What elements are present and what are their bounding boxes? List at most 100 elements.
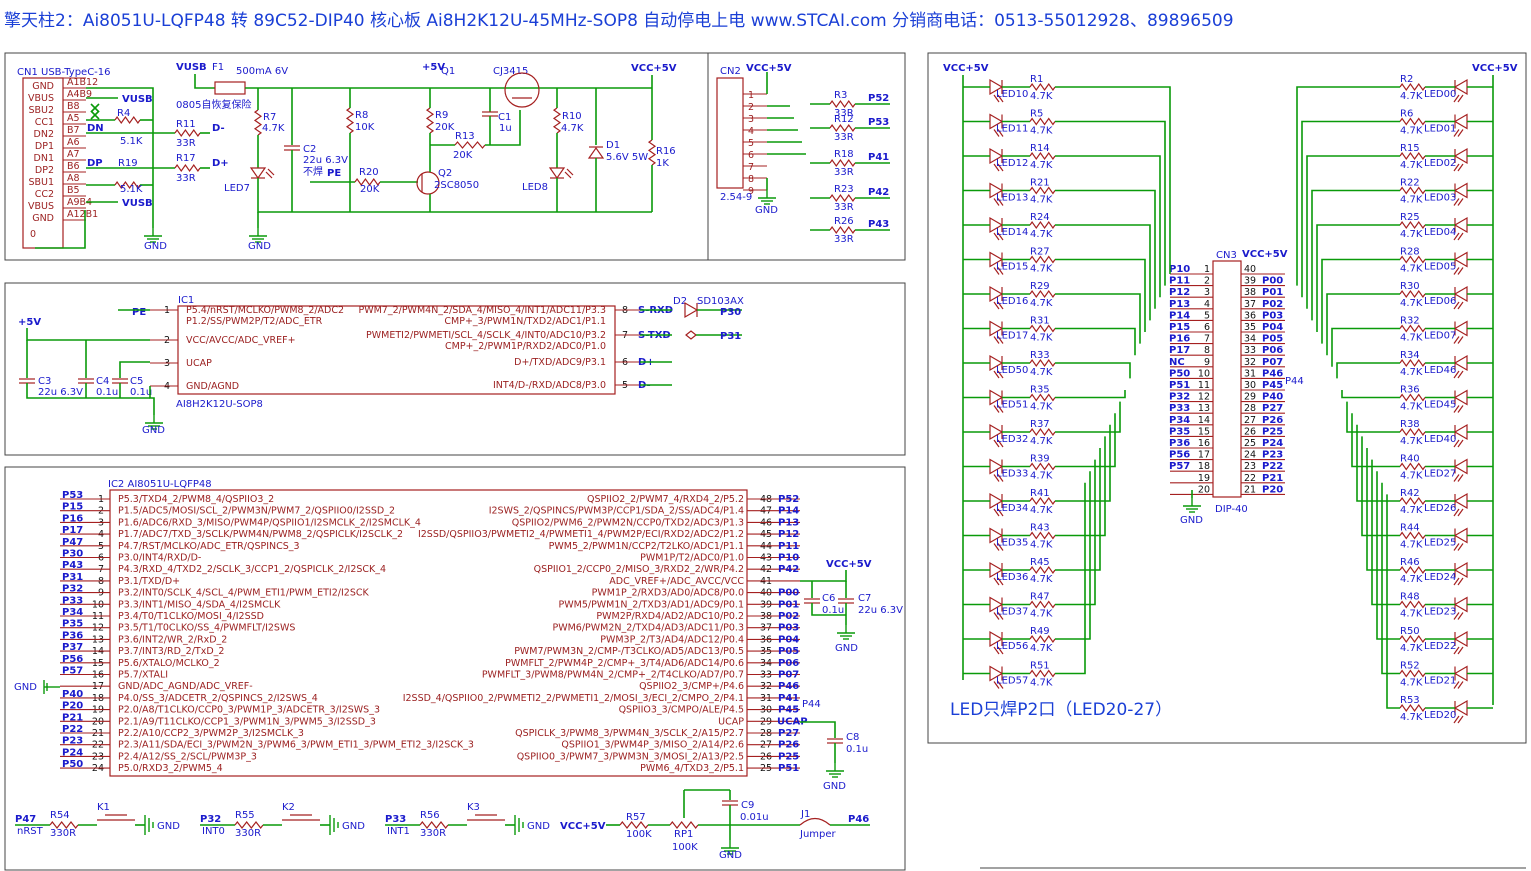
ic1-left-pin: P1.2/SS/PWM2P/T2/ADC_ETR [186, 316, 323, 327]
btn-sub: INT1 [387, 826, 410, 837]
led-ray2 [997, 336, 1004, 344]
ic2-right-net: P41 [778, 693, 799, 704]
led-ray2 [1453, 370, 1460, 379]
ic2-body [109, 489, 748, 777]
ic2-left-net: P24 [62, 747, 83, 758]
rp1-resistor [669, 821, 699, 829]
cn3-right-net: P20 [1262, 484, 1283, 495]
led-ray1 [564, 171, 572, 179]
led-right-rv: 4.7K [1400, 333, 1423, 344]
ic2-right-net: P11 [778, 541, 799, 552]
usb-pin-right: A7 [67, 149, 80, 160]
led-right-rv: 4.7K [1400, 471, 1423, 482]
ic2-left-pin: P3.2/INT0/SCLK_4/SCL_4/PWM_ETI1/PWM_ETI2… [118, 588, 369, 599]
led-right-r: R15 [1400, 143, 1420, 154]
pot-gnd-label: GND [719, 850, 742, 861]
r16-val: 1K [656, 158, 669, 169]
led-ray1 [1457, 612, 1464, 620]
cn3-right-net: P03 [1262, 310, 1283, 321]
cn3-right-num: 33 [1244, 345, 1256, 356]
led-ray1 [1457, 198, 1464, 206]
cn2-pin-num: 3 [748, 114, 754, 125]
ic1-body [177, 305, 616, 395]
usb-shell-wire [35, 210, 86, 249]
btn-r-val: 330R [235, 828, 261, 839]
ic2-right-net: P46 [778, 681, 799, 692]
ic2-right-net: P07 [778, 670, 799, 681]
led-ray2 [997, 474, 1004, 482]
cn3-left-num: 14 [1198, 415, 1210, 426]
cn2-pin-num: 1 [748, 90, 754, 101]
ic1-left-pin: P5.4/nRST/MCLKO/PWM8_2/ADC2 [186, 305, 344, 316]
led-left-name: LED16 [996, 296, 1028, 307]
led-left-rv: 4.7K [1030, 436, 1053, 447]
vusb-to-f1 [194, 74, 215, 89]
ic2-left-gnd: GND [14, 682, 37, 693]
r11-resistor [174, 128, 201, 138]
ic2-left-pin: P3.4/T0/T1CLKO/MOSI_4/I2SSD [118, 611, 264, 622]
cn2-pin-num: 4 [748, 126, 754, 137]
led-left-rv: 4.7K [1030, 402, 1053, 413]
led-left-route [1055, 390, 1126, 399]
cn3-right-net: P24 [1262, 438, 1283, 449]
cn3-left-num: 20 [1198, 484, 1210, 495]
led-left-name: LED10 [996, 89, 1028, 100]
ic2-left-net: P30 [62, 549, 83, 560]
led-left-name: LED32 [996, 434, 1028, 445]
led-right-name: LED03 [1424, 193, 1456, 204]
c7-symbol [838, 598, 854, 604]
led-left-resistor [1029, 82, 1056, 92]
led-body [1453, 251, 1468, 268]
usb-gnd-label: GND [144, 241, 167, 252]
led-right-route [1301, 120, 1400, 298]
led-left-r: R21 [1030, 178, 1050, 189]
usb-pin-left: GND [32, 81, 54, 92]
led-left-r: R31 [1030, 316, 1050, 327]
led-left-name: LED12 [996, 158, 1028, 169]
c1-symbol [482, 111, 498, 117]
led-ray1 [1457, 94, 1464, 103]
led-right-rv: 4.7K [1400, 298, 1423, 309]
led-ray2 [1453, 508, 1460, 517]
cn2-res-ref: R26 [834, 216, 854, 227]
ic2-right-pin: I2SSD_4/QSPIIO0_2/PWMETI2_2/PWMETI1_2/MO… [403, 693, 744, 704]
ic2-vcc-wire [800, 570, 847, 582]
led-body [1453, 458, 1468, 475]
r4-resistor [114, 115, 141, 125]
cn3-left-num: 2 [1204, 276, 1210, 287]
cn3-right-net: P45 [1262, 380, 1283, 391]
r7-resistor [253, 109, 263, 136]
led-ray2 [997, 163, 1004, 172]
ic2-left-pin: P5.6/XTALO/MCLKO_2 [118, 658, 220, 669]
led-right-r: R42 [1400, 488, 1420, 499]
led-right-rv: 4.7K [1400, 195, 1423, 206]
usb-pin-right: A5 [67, 113, 80, 124]
ic2-left-net: P37 [62, 642, 83, 653]
cn3-right-net: P06 [1262, 345, 1283, 356]
r57-ref: R57 [626, 812, 646, 823]
ic1-left-pin: UCAP [186, 358, 212, 369]
cn3-right-net: P02 [1262, 299, 1283, 310]
led-right-r: R50 [1400, 626, 1420, 637]
usb-pin-left: GND [32, 213, 54, 224]
led-body [1453, 182, 1468, 199]
usb-pin-left: CC1 [35, 117, 54, 128]
c6-symbol [804, 598, 820, 604]
led-right-name: LED46 [1424, 365, 1456, 376]
led-body [1453, 285, 1468, 303]
led-ray1 [1457, 681, 1464, 689]
ic2-right-pin: PWM7/PWM3N_2/CMP-/T3CLKO/AD5/ADC13/P0.5 [514, 646, 744, 657]
cn2-pin-num: 8 [748, 174, 754, 185]
led-left-rv: 4.7K [1030, 505, 1053, 516]
led-right-route [1356, 424, 1400, 502]
ic2-right-net: P06 [778, 658, 799, 669]
cn3-right-num: 28 [1244, 403, 1256, 414]
r19-ref: R19 [118, 158, 138, 169]
led-ray1 [1457, 405, 1464, 413]
c5-symbol [112, 378, 128, 384]
led-left-resistor [1029, 634, 1056, 644]
led-ray2 [1453, 439, 1460, 448]
led7-ref: LED7 [224, 183, 250, 194]
ic2-left-net: P20 [62, 701, 83, 712]
led-right-resistor [1399, 255, 1426, 264]
